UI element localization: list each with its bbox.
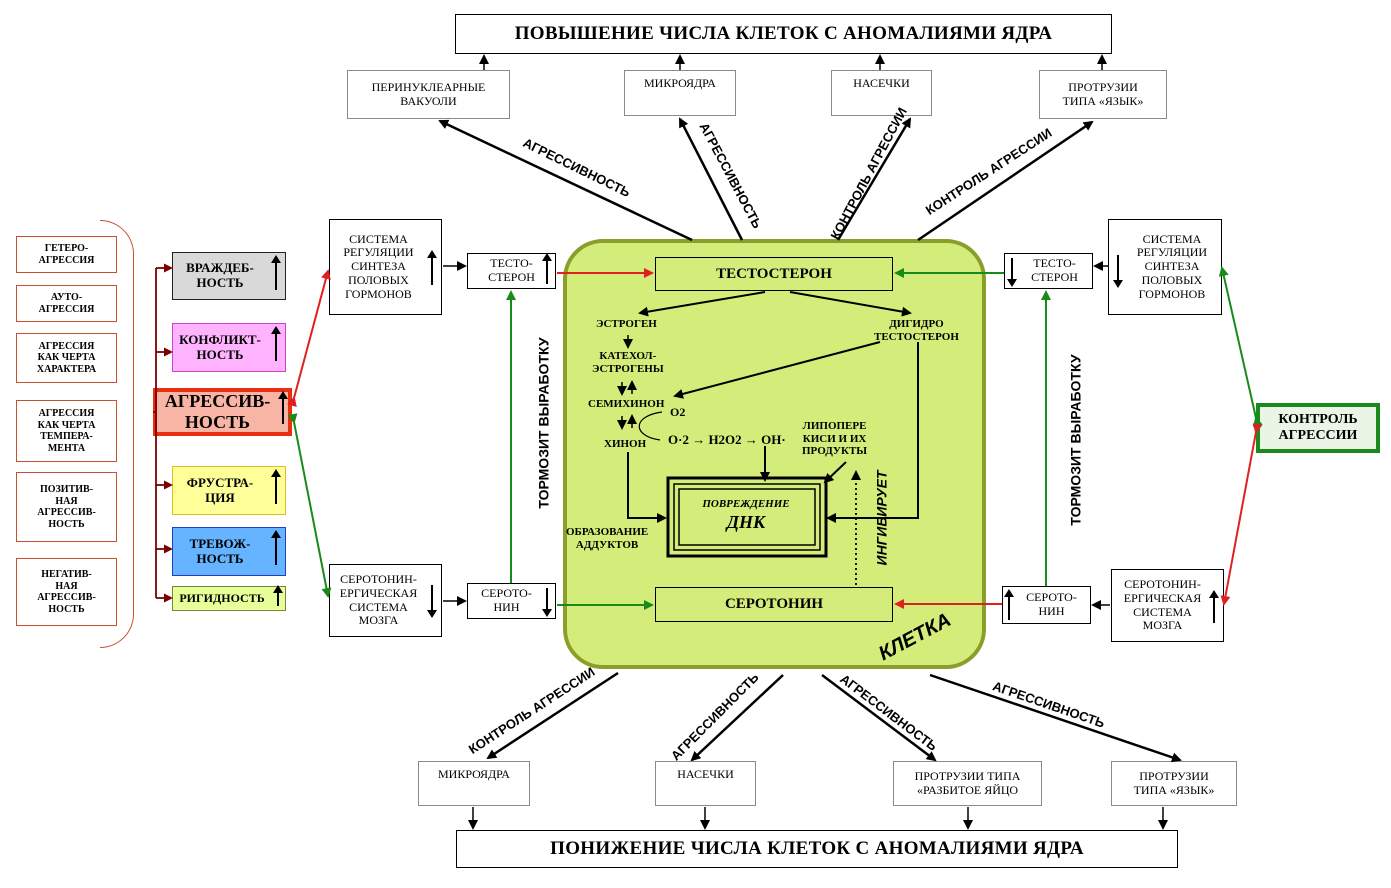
arrow-testosterone-to-dihydro	[789, 291, 912, 317]
left-testosterone-label: ТЕСТО- СТЕРОН	[488, 256, 535, 284]
trait-frustration-up-icon	[271, 469, 281, 504]
left-hormone-regulation-system: СИСТЕМА РЕГУЛЯЦИИ СИНТЕЗА ПОЛОВЫХ ГОРМОН…	[329, 219, 442, 315]
left-serotonin-system: СЕРОТОНИН- ЕРГИЧЕСКАЯ СИСТЕМА МОЗГА	[329, 564, 442, 637]
semiquinone-oxygen-loop	[638, 411, 663, 441]
aggression-type-positive: ПОЗИТИВ- НАЯ АГРЕССИВ- НОСТЬ	[16, 472, 117, 542]
top-anomaly-micronuclei: МИКРОЯДРА	[624, 70, 736, 116]
arrow-cell-to-bottom-tongue	[929, 673, 1182, 763]
cell-testosterone-box: ТЕСТОСТЕРОН	[655, 257, 893, 291]
arrow-cell-to-bottom-egg	[821, 674, 937, 762]
right-testosterone-down-icon	[1007, 258, 1017, 287]
arrow-cell-to-bottom-notches	[690, 674, 784, 762]
cell-serotonin-label: СЕРОТОНИН	[724, 596, 824, 612]
left-serotonin-system-down-icon	[427, 585, 437, 618]
aggressiveness-up-icon	[278, 391, 288, 424]
adducts-label: ОБРАЗОВАНИЕ АДДУКТОВ	[566, 526, 649, 551]
aggressiveness-box: АГРЕССИВ- НОСТЬ	[153, 388, 292, 436]
label-inhibits-production-left: ТОРМОЗИТ ВЫРАБОТКУ	[535, 337, 552, 509]
right-testosterone-box: ТЕСТО- СТЕРОН	[1004, 253, 1093, 289]
bottom-anomaly-broken-egg-protrusions: ПРОТРУЗИИ ТИПА «РАЗБИТОЕ ЯЙЦО	[893, 761, 1042, 806]
arrow-control-serotonin-system	[1220, 423, 1263, 606]
right-hormone-regulation-system: СИСТЕМА РЕГУЛЯЦИИ СИНТЕЗА ПОЛОВЫХ ГОРМОН…	[1108, 219, 1222, 315]
top-anomaly-notches: НАСЕЧКИ	[831, 70, 932, 116]
arrow-aggressiveness-serotonin-system	[287, 413, 332, 598]
right-serotonin-system-label: СЕРОТОНИН- ЕРГИЧЕСКАЯ СИСТЕМА МОЗГА	[1123, 576, 1202, 633]
right-hormone-regulation-label: СИСТЕМА РЕГУЛЯЦИИ СИНТЕЗА ПОЛОВЫХ ГОРМОН…	[1136, 231, 1208, 301]
arrow-cell-to-bottom-micronuclei	[486, 671, 619, 760]
arrow-dihydro-to-dna	[826, 342, 919, 523]
right-serotonin-box: СЕРОТО- НИН	[1002, 586, 1091, 624]
arrow-quinone-to-dna	[627, 452, 667, 523]
left-serotonin-label: СЕРОТО- НИН	[481, 586, 532, 614]
left-serotonin-system-label: СЕРОТОНИН- ЕРГИЧЕСКАЯ СИСТЕМА МОЗГА	[339, 571, 418, 628]
trait-rigidity-label: РИГИДНОСТЬ	[179, 590, 265, 605]
right-serotonin-system-up-icon	[1209, 590, 1219, 623]
left-regulation-up-icon	[427, 250, 437, 285]
trait-hostility-label: ВРАЖДЕБ- НОСТЬ	[186, 260, 254, 290]
trait-conflict-up-icon	[271, 326, 281, 361]
trait-hostility: ВРАЖДЕБ- НОСТЬ	[172, 252, 286, 300]
top-banner: ПОВЫШЕНИЕ ЧИСЛА КЛЕТОК С АНОМАЛИЯМИ ЯДРА	[455, 14, 1112, 54]
arrow-cell-to-top-micronuclei	[678, 117, 744, 241]
trait-anxiety-label: ТРЕВОЖ- НОСТЬ	[189, 535, 251, 566]
radical-chain-label: O·2 → H2O2 → OH·	[668, 432, 786, 447]
arrow-aggressiveness-regulation	[287, 269, 331, 408]
bottom-anomaly-notches: НАСЕЧКИ	[655, 761, 756, 806]
trait-conflict-label: КОНФЛИКТ- НОСТЬ	[179, 331, 261, 362]
label-inhibits: ИНГИБИРУЕТ	[873, 470, 890, 566]
arrow-cell-to-perinuclear	[438, 119, 693, 242]
aggression-type-character: АГРЕССИЯ КАК ЧЕРТА ХАРАКТЕРА	[16, 333, 117, 383]
quinone-label: ХИНОН	[604, 438, 647, 450]
dna-damage-frame	[666, 476, 828, 558]
arrow-control-regulation	[1218, 266, 1263, 427]
arrow-cell-to-top-tongue	[917, 120, 1094, 242]
aggressiveness-label: АГРЕССИВ- НОСТЬ	[164, 391, 271, 432]
trait-hostility-up-icon	[271, 255, 281, 290]
trait-rigidity: РИГИДНОСТЬ	[172, 586, 286, 611]
dna-damage-title: ПОВРЕЖДЕНИЕ	[702, 498, 790, 510]
arrow-cell-to-top-notches	[836, 117, 912, 241]
bottom-banner: ПОНИЖЕНИЕ ЧИСЛА КЛЕТОК С АНОМАЛИЯМИ ЯДРА	[456, 830, 1178, 868]
arrow-lipids-to-dna	[823, 461, 847, 484]
left-serotonin-box: СЕРОТО- НИН	[467, 583, 556, 619]
lipid-peroxides-label: ЛИПОПЕРЕ КИСИ И ИХ ПРОДУКТЫ	[802, 420, 868, 458]
bottom-anomaly-micronuclei: МИКРОЯДРА	[418, 761, 530, 806]
right-serotonin-system: СЕРОТОНИН- ЕРГИЧЕСКАЯ СИСТЕМА МОЗГА	[1111, 569, 1224, 642]
right-serotonin-label: СЕРОТО- НИН	[1026, 590, 1077, 618]
dna-damage-dna: ДНК	[726, 512, 766, 532]
trait-frustration: ФРУСТРА- ЦИЯ	[172, 466, 286, 515]
dihydrotestosterone-label: ДИГИДРО ТЕСТОСТЕРОН	[874, 318, 959, 343]
arrow-dihydro-to-semiquinone	[673, 341, 881, 399]
left-serotonin-down-icon	[542, 588, 552, 617]
aggression-type-auto: АУТО- АГРЕССИЯ	[16, 285, 117, 322]
bottom-anomaly-tongue-protrusions: ПРОТРУЗИИ ТИПА «ЯЗЫК»	[1111, 761, 1237, 806]
trait-frustration-label: ФРУСТРА- ЦИЯ	[186, 474, 254, 505]
oxygen-label: O2	[670, 405, 686, 419]
right-regulation-down-icon	[1113, 255, 1123, 288]
right-serotonin-up-icon	[1004, 589, 1014, 620]
cell-serotonin-box: СЕРОТОНИН	[655, 587, 893, 622]
estrogen-label: ЭСТРОГЕН	[596, 318, 657, 330]
right-testosterone-label: ТЕСТО- СТЕРОН	[1031, 256, 1078, 284]
left-testosterone-box: ТЕСТО- СТЕРОН	[467, 253, 556, 289]
trait-anxiety-up-icon	[271, 530, 281, 565]
trait-conflict: КОНФЛИКТ- НОСТЬ	[172, 323, 286, 372]
semiquinone-label: СЕМИХИНОН	[588, 398, 665, 410]
top-anomaly-tongue-protrusions: ПРОТРУЗИИ ТИПА «ЯЗЫК»	[1039, 70, 1167, 119]
top-anomaly-perinuclear-vacuoles: ПЕРИНУКЛЕАРНЫЕ ВАКУОЛИ	[347, 70, 510, 119]
aggression-type-temperament: АГРЕССИЯ КАК ЧЕРТА ТЕМПЕРА- МЕНТА	[16, 400, 117, 462]
arrow-testosterone-to-estrogen	[638, 291, 766, 317]
left-testosterone-up-icon	[542, 253, 552, 284]
left-hormone-regulation-label: СИСТЕМА РЕГУЛЯЦИИ СИНТЕЗА ПОЛОВЫХ ГОРМОН…	[343, 231, 414, 301]
cell-testosterone-label: ТЕСТОСТЕРОН	[716, 265, 832, 282]
label-inhibits-production-right: ТОРМОЗИТ ВЫРАБОТКУ	[1067, 354, 1084, 526]
catechol-estrogens-label: КАТЕХОЛ- ЭСТРОГЕНЫ	[592, 350, 664, 375]
trait-rigidity-up-icon	[273, 585, 283, 606]
aggression-control-label: КОНТРОЛЬ АГРЕССИИ	[1278, 411, 1358, 443]
